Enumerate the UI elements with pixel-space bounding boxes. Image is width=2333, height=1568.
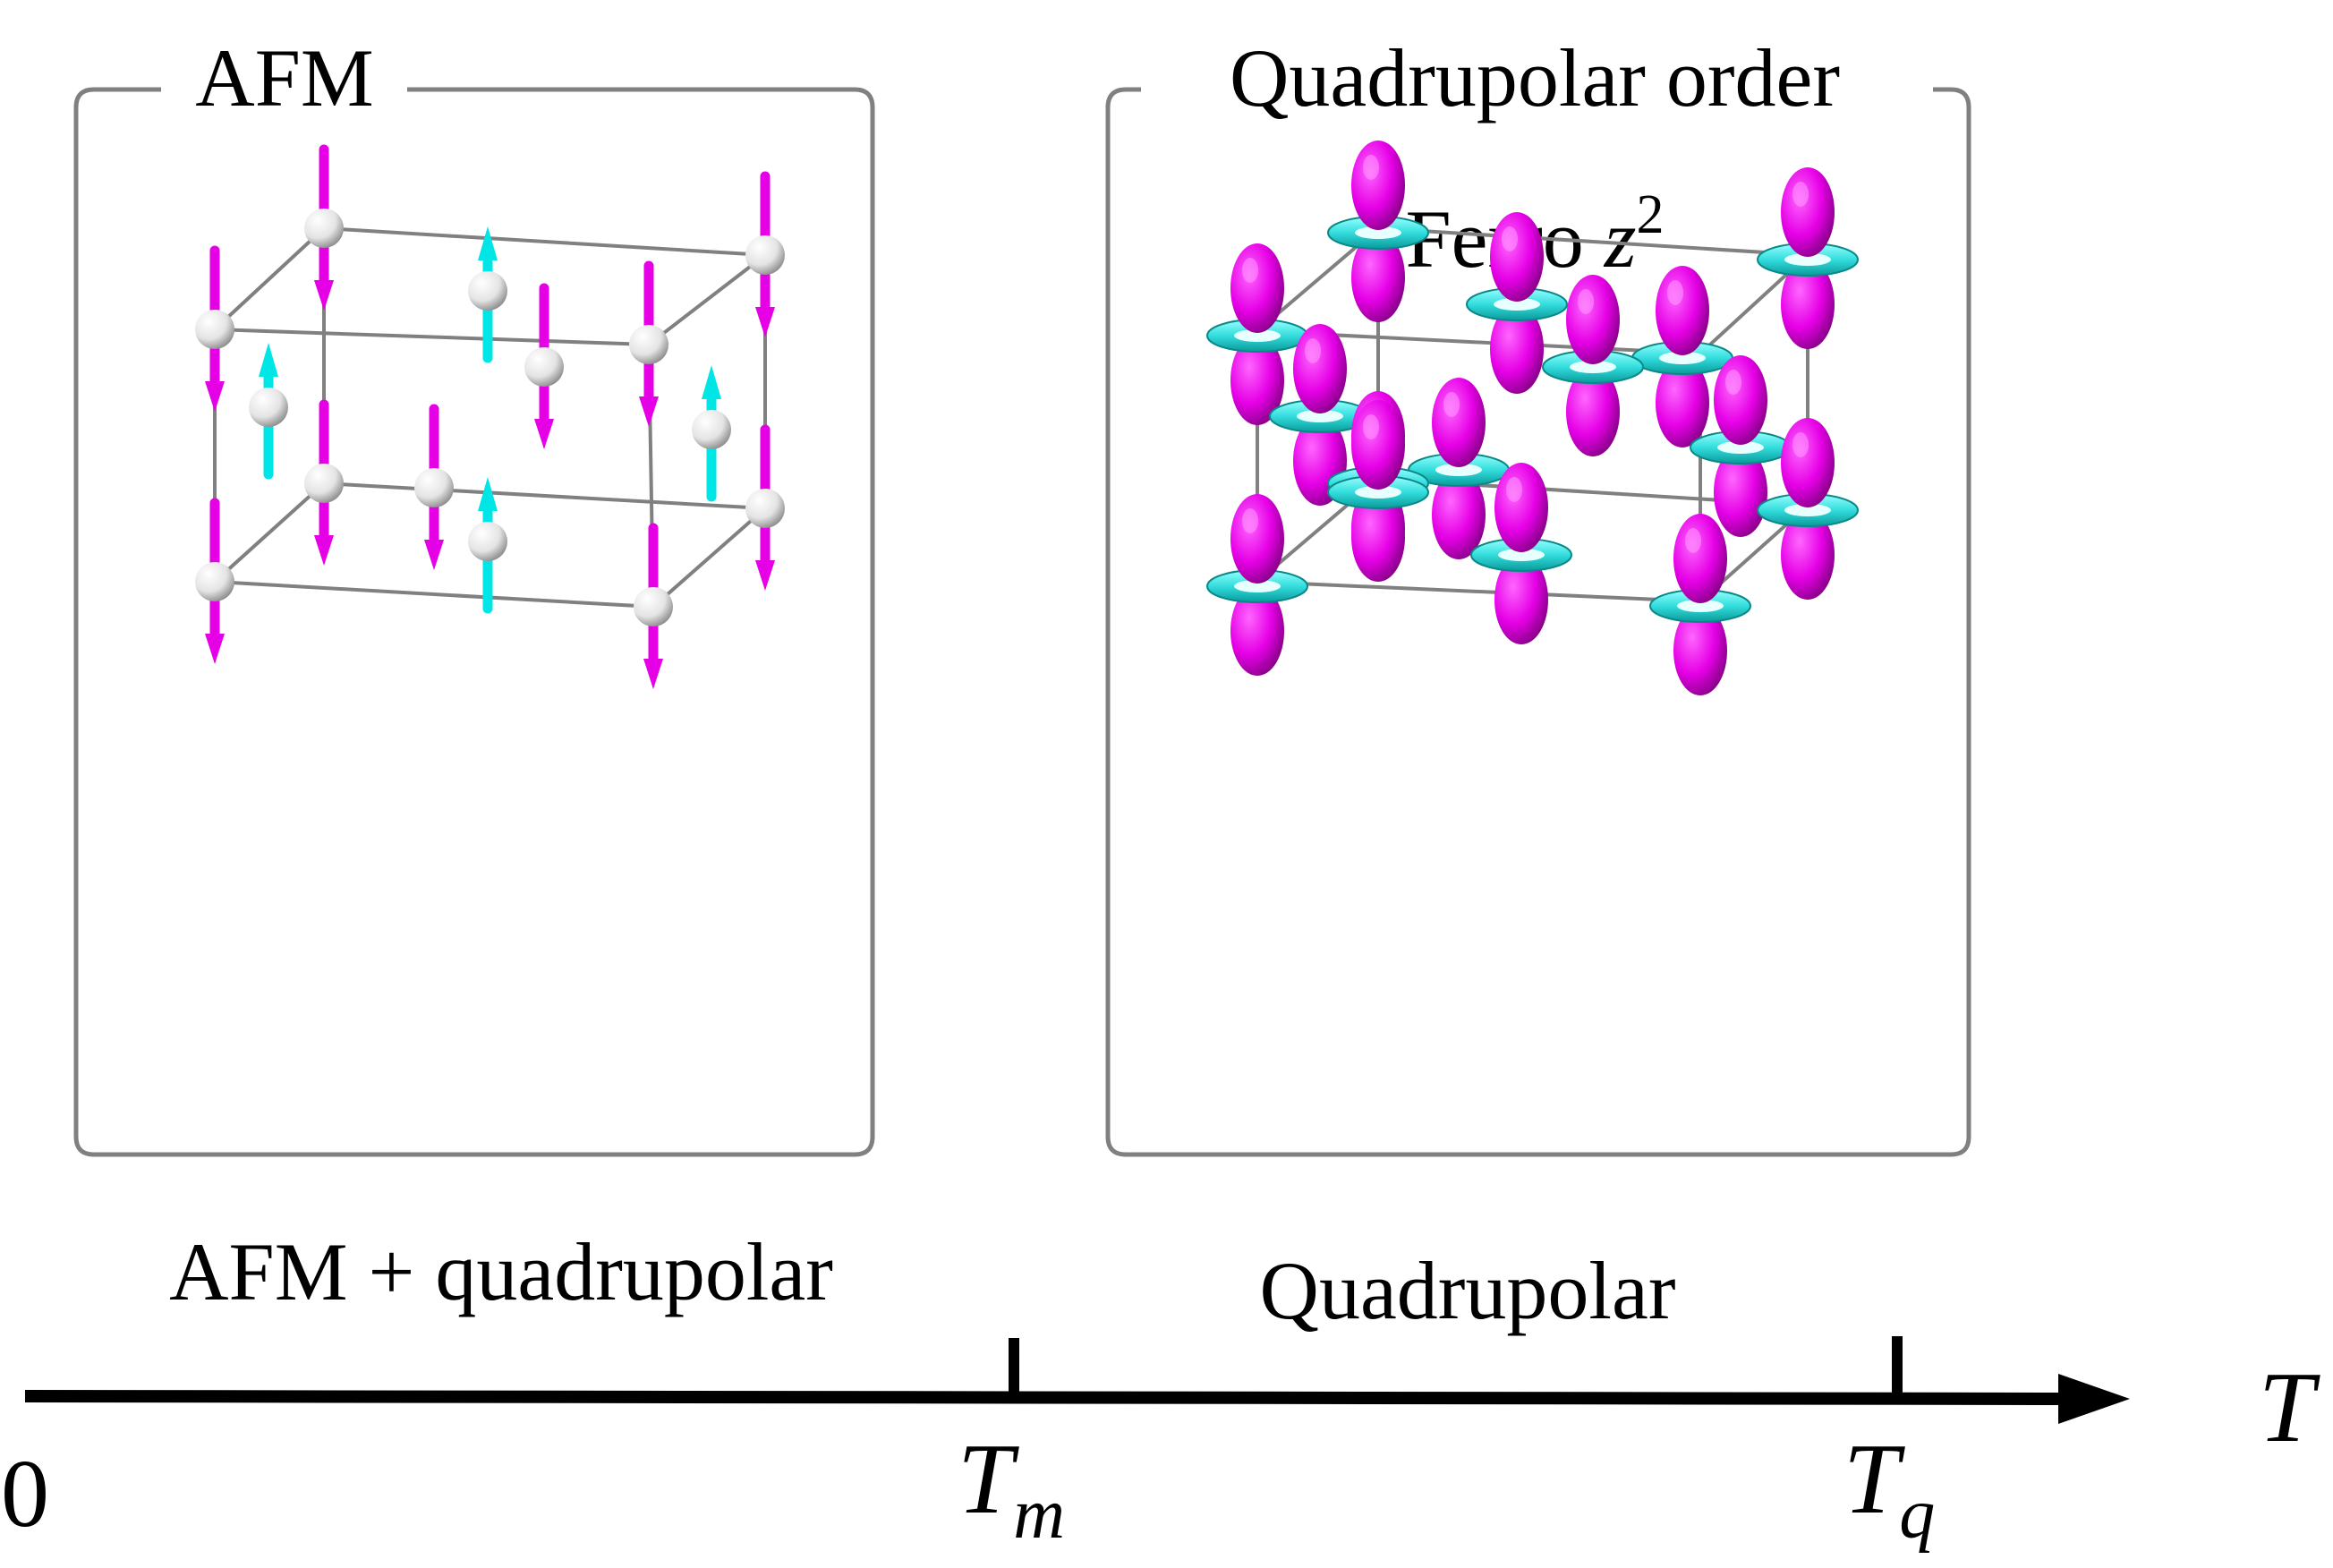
lattice-edge [651, 507, 767, 609]
tm-label: Tm [958, 1424, 1065, 1554]
lattice-edge [1256, 580, 1701, 603]
lattice-edge [213, 481, 326, 584]
atom-sphere [634, 587, 673, 626]
lattice-edge [214, 328, 650, 346]
atom-sphere [195, 562, 234, 601]
dz2-orbital-icon [1408, 378, 1510, 559]
dz2-orbital-icon [1542, 275, 1644, 456]
atom-sphere [468, 522, 507, 561]
dz2-orbital-icon [1470, 463, 1572, 644]
low-temperature-phase-label: AFM + quadrupolar [169, 1226, 833, 1317]
quadrupolar-panel-title: Quadrupolar order [1230, 32, 1840, 124]
atom-sphere [304, 209, 344, 248]
afm-lattice [195, 144, 785, 689]
dz2-orbital-icon [1206, 243, 1308, 425]
high-temperature-phase-label: Quadrupolar [1260, 1245, 1676, 1336]
afm-panel-title: AFM [195, 32, 373, 124]
dz2-orbital-icon [1757, 418, 1859, 600]
tq-label: Tq [1843, 1424, 1935, 1554]
atom-sphere [745, 235, 785, 275]
dz2-orbital-icon [1327, 400, 1429, 582]
quadrupolar-panel-frame [1105, 87, 1971, 1157]
temperature-axis-line [24, 1390, 2077, 1405]
afm-panel-frame [73, 87, 875, 1157]
axis-variable-label: T [2259, 1352, 2320, 1463]
atom-sphere [304, 464, 344, 503]
temperature-axis-arrowhead [2058, 1374, 2130, 1424]
lattice-edge [1377, 226, 1809, 257]
dz2-orbital-icon [1631, 266, 1733, 447]
dz2-orbital-icon [1757, 167, 1859, 349]
lattice-edge [214, 580, 654, 609]
atom-sphere [468, 271, 507, 311]
atom-sphere [745, 489, 785, 528]
dz2-orbital-icon [1649, 514, 1751, 695]
lattice-edge [213, 226, 326, 331]
atom-sphere [195, 310, 234, 349]
dz2-orbital-icon [1327, 141, 1429, 322]
lattice-edge [323, 481, 766, 510]
axis-origin-label: 0 [1, 1441, 49, 1547]
lattice-edge [647, 253, 767, 346]
atom-sphere [249, 388, 288, 427]
dz2-orbital-icon [1690, 355, 1792, 537]
lattice-edge [323, 226, 766, 257]
atom-sphere [692, 410, 731, 449]
dz2-orbital-icon [1206, 494, 1308, 676]
atom-sphere [414, 468, 454, 507]
quadrupolar-lattice [1206, 141, 1859, 695]
atom-sphere [524, 347, 564, 387]
atom-sphere [629, 325, 668, 364]
dz2-orbital-icon [1466, 212, 1568, 394]
